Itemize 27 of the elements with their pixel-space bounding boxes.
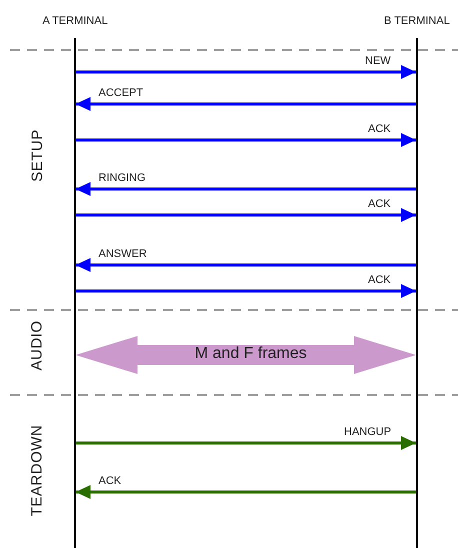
edge-label: M and F frames (194, 346, 307, 362)
arrow (76, 258, 416, 272)
section-label: AUDIO (30, 320, 44, 370)
lifeline (416, 38, 418, 548)
arrow (76, 208, 416, 222)
arrow (76, 182, 416, 196)
edge-label: ACK (367, 275, 392, 286)
edge-label: NEW (364, 56, 392, 67)
arrow (76, 485, 416, 499)
edge-label: ACK (367, 199, 392, 210)
lifeline-label: A TERMINAL (42, 16, 108, 27)
edge-label: ACCEPT (98, 88, 144, 99)
arrow (76, 65, 416, 79)
arrow (76, 436, 416, 450)
edge-label: ANSWER (98, 249, 148, 260)
section-label: SETUP (29, 128, 44, 182)
section-label: TEARDOWN (29, 424, 44, 516)
arrow (76, 284, 416, 298)
edge-label: HANGUP (343, 427, 392, 438)
edge-label: ACK (98, 476, 122, 487)
lifeline (74, 38, 76, 548)
edge-label: ACK (367, 124, 392, 135)
double-arrow (76, 336, 416, 374)
arrow (76, 97, 416, 111)
lifeline-label: B TERMINAL (384, 16, 450, 27)
edge-label: RINGING (98, 173, 147, 184)
arrow (76, 133, 416, 147)
